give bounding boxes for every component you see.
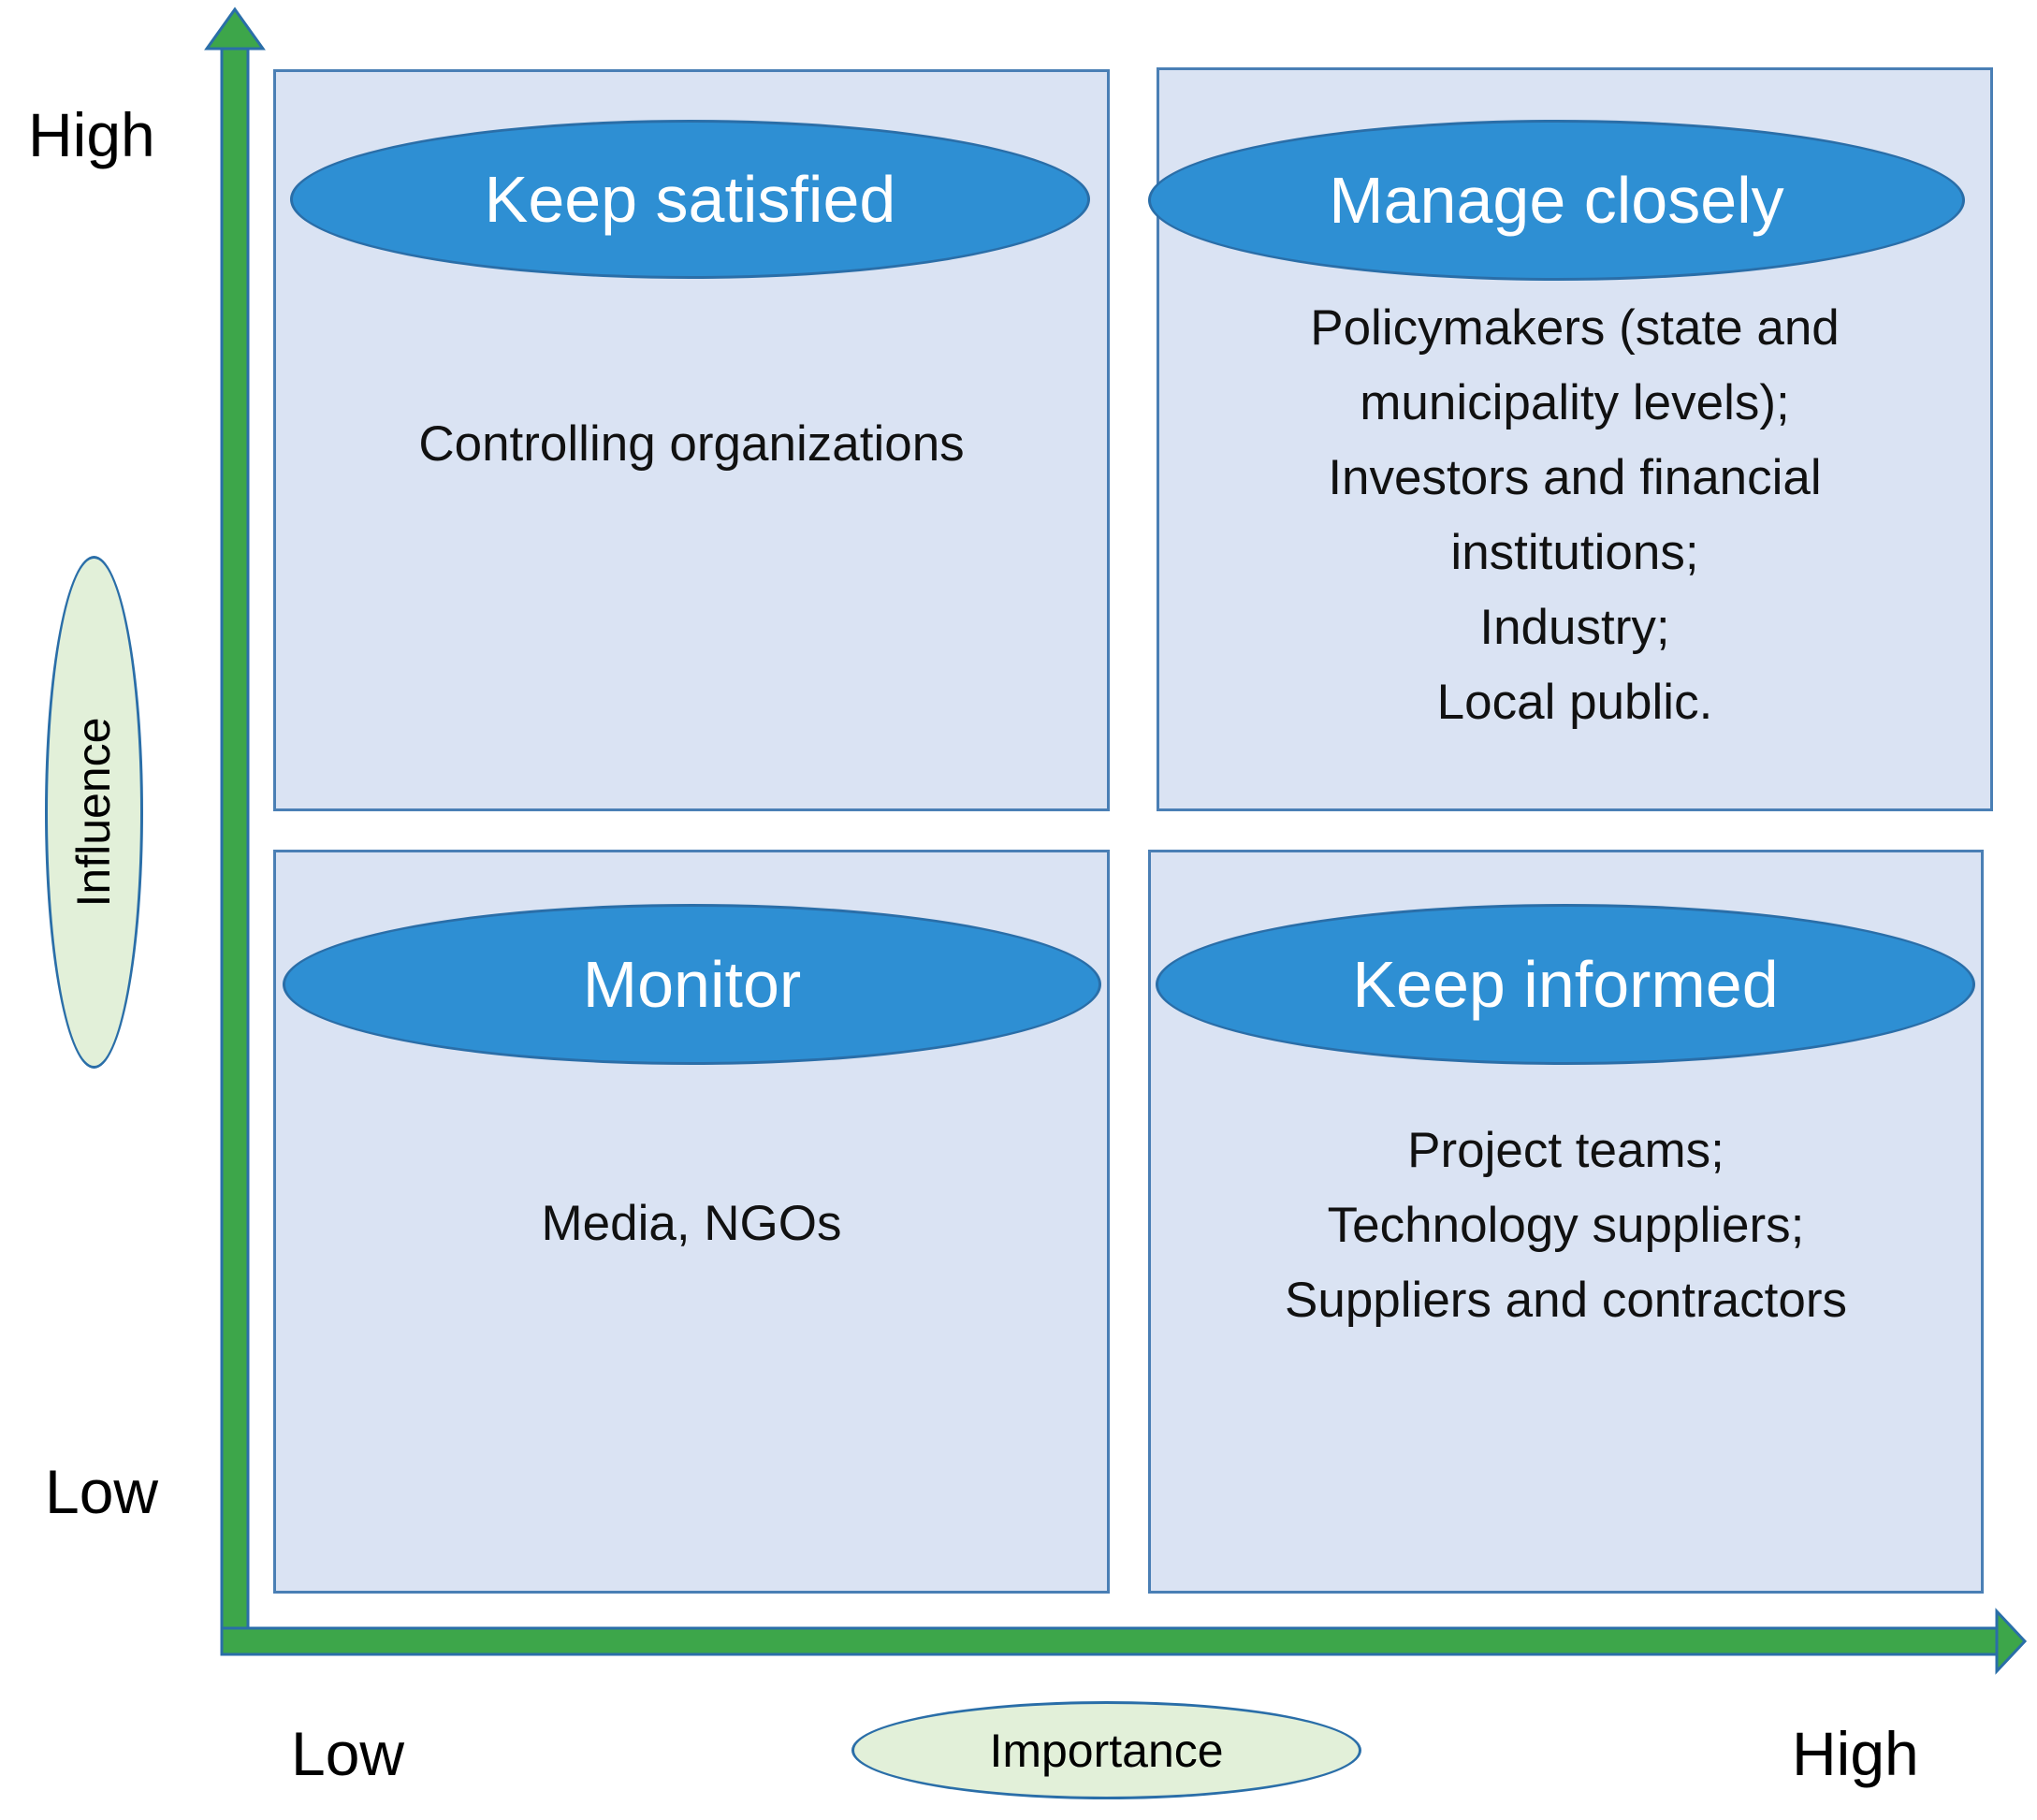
- x-axis-high-label: High: [1792, 1719, 1919, 1788]
- manage-closely-stakeholders: Policymakers (state and municipality lev…: [1157, 291, 1993, 740]
- keep-informed-title: Keep informed: [1156, 904, 1975, 1065]
- keep-satisfied-title-text: Keep satisfied: [484, 163, 896, 236]
- x-axis-arrowhead: [1995, 1608, 2028, 1675]
- x-axis-low-label: Low: [291, 1719, 405, 1788]
- keep-satisfied-title: Keep satisfied: [290, 120, 1090, 279]
- stakeholder-line: Controlling organizations: [418, 416, 965, 472]
- stakeholder-line: institutions;: [1450, 525, 1699, 580]
- y-axis-low-label: Low: [45, 1457, 159, 1526]
- stakeholder-line: Project teams;: [1407, 1123, 1724, 1178]
- y-axis-line: [220, 47, 250, 1656]
- monitor-stakeholders: Media, NGOs: [273, 1187, 1110, 1261]
- keep-satisfied-stakeholders: Controlling organizations: [273, 407, 1110, 482]
- stakeholder-line: municipality levels);: [1360, 375, 1790, 430]
- keep-informed-title-text: Keep informed: [1352, 948, 1779, 1021]
- manage-closely-title-text: Manage closely: [1329, 164, 1784, 237]
- y-axis-arrowhead: [204, 7, 266, 51]
- x-axis-title: Importance: [989, 1725, 1224, 1777]
- x-axis-title-ellipse: [851, 1701, 1361, 1799]
- keep-informed-stakeholders: Project teams; Technology suppliers; Sup…: [1148, 1114, 1984, 1338]
- stakeholder-line: Industry;: [1479, 600, 1670, 655]
- stakeholder-line: Technology suppliers;: [1327, 1198, 1805, 1253]
- stakeholder-line: Local public.: [1436, 675, 1713, 730]
- stakeholder-line: Media, NGOs: [541, 1196, 842, 1251]
- x-axis-line: [220, 1626, 1999, 1656]
- y-axis-high-label: High: [28, 100, 155, 169]
- y-axis-title-ellipse: [45, 556, 143, 1069]
- y-axis-title: Influence: [67, 717, 120, 908]
- stakeholder-line: Policymakers (state and: [1310, 300, 1840, 356]
- stakeholder-line: Investors and financial: [1328, 450, 1822, 505]
- stakeholder-line: Suppliers and contractors: [1285, 1273, 1847, 1328]
- monitor-title: Monitor: [283, 904, 1101, 1065]
- monitor-title-text: Monitor: [582, 948, 802, 1021]
- manage-closely-title: Manage closely: [1148, 120, 1965, 281]
